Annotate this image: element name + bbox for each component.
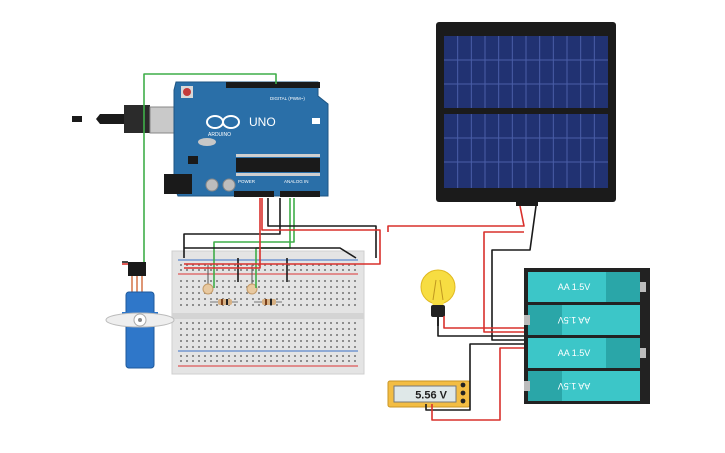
arduino-uno-board[interactable]: ARDUINO UNO DIGITAL (PWM~) POWER ANALOG … bbox=[72, 81, 329, 197]
dc-power-jack bbox=[164, 174, 192, 194]
battery-pack[interactable]: AA 1.5V AA 1.5V AA 1.5V AA 1.5V bbox=[524, 268, 650, 404]
reset-button[interactable] bbox=[183, 88, 191, 96]
battery-cell-label: AA 1.5V bbox=[558, 381, 591, 391]
resistor-1[interactable] bbox=[210, 299, 238, 305]
battery-cell-label: AA 1.5V bbox=[558, 348, 591, 358]
arduino-logo: ARDUINO bbox=[206, 115, 240, 138]
black-wires bbox=[122, 198, 537, 411]
battery-cell-2: AA 1.5V bbox=[524, 305, 640, 335]
servo-connector bbox=[128, 262, 146, 276]
resistor-2[interactable] bbox=[254, 299, 282, 305]
light-bulb[interactable] bbox=[420, 269, 456, 326]
usb-port bbox=[149, 106, 179, 134]
breadboard[interactable] bbox=[171, 250, 365, 375]
arduino-brand-text: ARDUINO bbox=[208, 132, 231, 138]
digital-header-label: DIGITAL (PWM~) bbox=[270, 96, 305, 101]
servo-motor[interactable] bbox=[105, 262, 175, 369]
red-wires bbox=[122, 198, 525, 421]
battery-cell-1: AA 1.5V bbox=[528, 272, 646, 302]
battery-cell-label: AA 1.5V bbox=[558, 315, 591, 325]
black-jumpers bbox=[237, 258, 288, 282]
uno-model-text: UNO bbox=[249, 115, 276, 129]
analog-header bbox=[280, 191, 320, 197]
battery-cell-label: AA 1.5V bbox=[558, 282, 591, 292]
multimeter-display bbox=[393, 385, 457, 403]
solar-panel[interactable] bbox=[436, 22, 616, 206]
usb-cable bbox=[78, 114, 126, 124]
multimeter-reading: 5.56 V bbox=[415, 390, 447, 402]
battery-cell-4: AA 1.5V bbox=[524, 371, 640, 401]
atmega-chip bbox=[236, 158, 320, 172]
battery-cell-3: AA 1.5V bbox=[528, 338, 646, 368]
photoresistor-1[interactable] bbox=[202, 265, 214, 295]
usb-plug bbox=[124, 105, 150, 133]
multimeter[interactable]: 5.56 V bbox=[387, 380, 471, 408]
analog-header-label: ANALOG IN bbox=[284, 179, 309, 184]
power-header bbox=[234, 191, 274, 197]
power-header-label: POWER bbox=[238, 179, 256, 184]
crystal-oscillator bbox=[198, 138, 216, 146]
wires bbox=[122, 73, 537, 421]
digital-header bbox=[226, 82, 320, 88]
